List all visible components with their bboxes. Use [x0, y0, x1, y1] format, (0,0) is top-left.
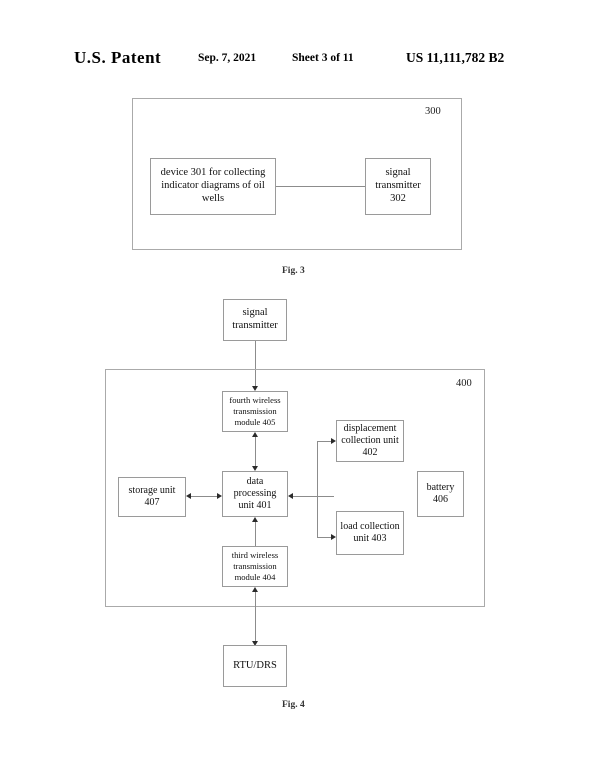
fig3-box-device-301: device 301 for collecting indicator diag…: [150, 158, 276, 215]
fig3-container-300: [132, 98, 462, 250]
fig4-arrowhead-into-storage-unit: [186, 492, 191, 499]
fig4-box-third-wireless-transmission-module-404: third wireless transmission module 404: [222, 546, 288, 587]
sheet-number: Sheet 3 of 11: [292, 52, 354, 64]
fig4-arrowhead-into-rtu: [251, 641, 258, 646]
fig4-arrowhead-into-data-processing-right: [288, 492, 293, 499]
fig3-connector-line: [276, 186, 365, 187]
fig4-arrowhead-into-data-processing-bottom: [251, 517, 258, 522]
fig4-box-signal-transmitter: signal transmitter: [223, 299, 287, 341]
fig4-line-bus-to-data-processing: [317, 496, 334, 497]
fig3-caption: Fig. 3: [282, 266, 305, 276]
fig4-line-storage-to-data-processing: [191, 496, 217, 497]
patent-number: US 11,111,782 B2: [406, 50, 505, 65]
fig4-line-bus-to-displacement-unit: [317, 441, 332, 442]
fig4-arrowhead-into-fourth-wireless-bottom: [251, 432, 258, 437]
fig3-box-signal-transmitter-302: signal transmitter 302: [365, 158, 431, 215]
page-header: U.S. Patent Sep. 7, 2021 Sheet 3 of 11 U…: [0, 48, 600, 72]
fig4-arrowhead-into-data-processing-top: [251, 466, 258, 471]
fig4-caption: Fig. 4: [282, 700, 305, 710]
fig4-line-fourth-wireless-to-data-processing: [255, 437, 256, 466]
fig4-line-data-processing-to-third-wireless: [255, 522, 256, 547]
fig4-reference-400: 400: [456, 378, 472, 389]
fig4-box-load-collection-unit-403: load collection unit 403: [336, 511, 404, 555]
fig4-box-data-processing-unit-401: data processing unit 401: [222, 471, 288, 517]
fig4-box-storage-unit-407: storage unit 407: [118, 477, 186, 517]
patent-date: Sep. 7, 2021: [198, 52, 257, 64]
fig4-arrowhead-into-fourth-wireless: [251, 386, 258, 391]
fig3-reference-300: 300: [425, 106, 441, 117]
fig4-arrowhead-into-data-processing-left: [217, 492, 222, 499]
fig4-line-third-wireless-to-rtu: [255, 592, 256, 641]
fig4-line-transmitter-to-fourth-wireless: [255, 341, 256, 386]
fig4-line-bus-stub-left: [293, 496, 318, 497]
fig4-box-battery-406: battery 406: [417, 471, 464, 517]
fig4-line-bus-trunk: [317, 441, 318, 538]
fig4-box-displacement-collection-unit-402: displacement collection unit 402: [336, 420, 404, 462]
fig4-container-400: [105, 369, 485, 607]
fig4-arrowhead-into-third-wireless-bottom: [251, 587, 258, 592]
patent-office-title: U.S. Patent: [74, 48, 162, 67]
fig4-arrowhead-into-load-unit: [331, 533, 336, 540]
fig4-box-rtu-drs: RTU/DRS: [223, 645, 287, 687]
fig4-box-fourth-wireless-transmission-module-405: fourth wireless transmission module 405: [222, 391, 288, 432]
fig4-arrowhead-into-displacement-unit: [331, 437, 336, 444]
fig4-line-bus-to-load-unit: [317, 537, 332, 538]
